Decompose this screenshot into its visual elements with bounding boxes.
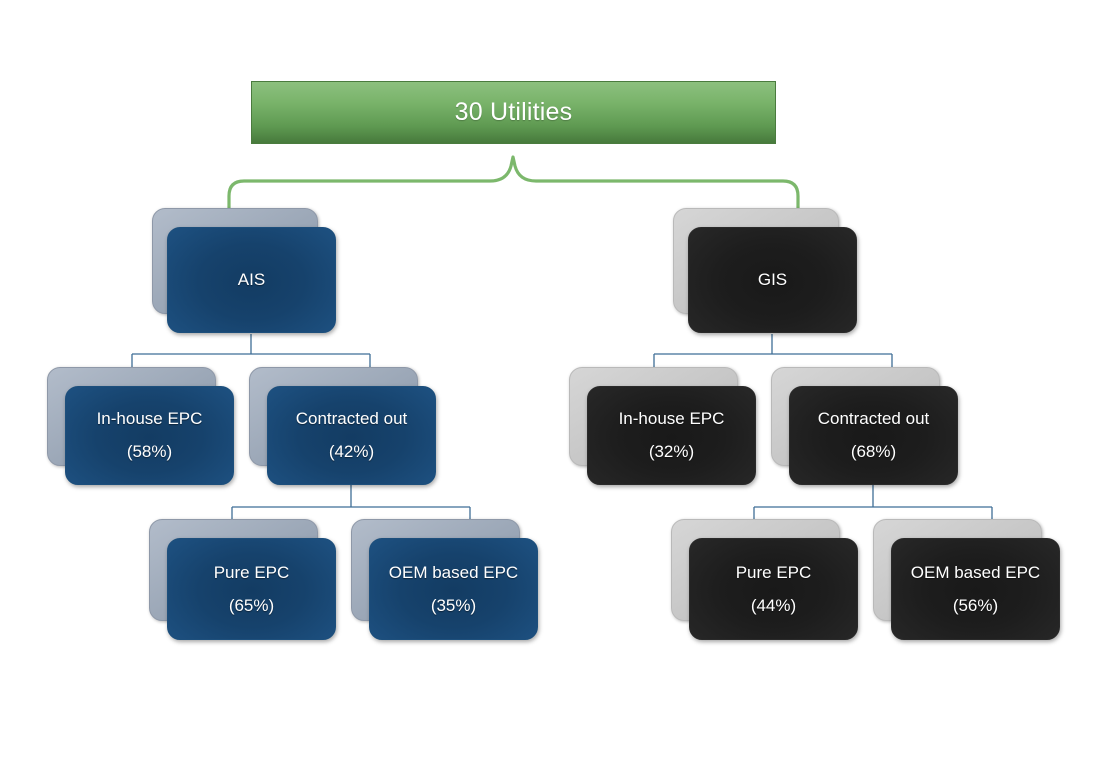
root-node-label: 30 Utilities bbox=[454, 98, 573, 126]
node-ais-contracted-out-value: (42%) bbox=[328, 442, 375, 461]
node-gis-pure-epc-card[interactable]: Pure EPC (44%) bbox=[689, 538, 858, 640]
node-ais-contracted-out-label: Contracted out bbox=[295, 409, 408, 429]
root-node-30-utilities[interactable]: 30 Utilities bbox=[251, 81, 776, 144]
node-ais-in-house-epc-card[interactable]: In-house EPC (58%) bbox=[65, 386, 234, 485]
node-gis-in-house-epc-label: In-house EPC bbox=[618, 409, 725, 429]
node-ais-contracted-out-card[interactable]: Contracted out (42%) bbox=[267, 386, 436, 485]
ais-contracted-branch-connector bbox=[231, 485, 471, 523]
node-gis-oem-based-epc[interactable]: OEM based EPC (56%) bbox=[873, 519, 1060, 640]
node-gis[interactable]: GIS bbox=[673, 208, 857, 333]
node-ais-pure-epc-card[interactable]: Pure EPC (65%) bbox=[167, 538, 336, 640]
node-gis-contracted-out-card[interactable]: Contracted out (68%) bbox=[789, 386, 958, 485]
node-ais[interactable]: AIS bbox=[152, 208, 336, 333]
node-gis-oem-based-epc-value: (56%) bbox=[952, 595, 999, 615]
node-ais-oem-based-epc[interactable]: OEM based EPC (35%) bbox=[351, 519, 538, 640]
node-gis-contracted-out-value: (68%) bbox=[850, 442, 897, 461]
node-gis-label: GIS bbox=[757, 270, 788, 290]
node-gis-in-house-epc[interactable]: In-house EPC (32%) bbox=[569, 367, 756, 485]
node-gis-oem-based-epc-card[interactable]: OEM based EPC (56%) bbox=[891, 538, 1060, 640]
node-gis-in-house-epc-value: (32%) bbox=[648, 442, 695, 461]
node-ais-oem-based-epc-value: (35%) bbox=[430, 595, 477, 615]
gis-branch-connector bbox=[653, 334, 893, 371]
node-ais-in-house-epc[interactable]: In-house EPC (58%) bbox=[47, 367, 234, 485]
node-ais-in-house-epc-label: In-house EPC bbox=[96, 409, 203, 429]
node-ais-label: AIS bbox=[237, 270, 266, 290]
node-ais-oem-based-epc-label: OEM based EPC bbox=[388, 562, 519, 582]
node-ais-in-house-epc-value: (58%) bbox=[126, 442, 173, 461]
node-gis-contracted-out[interactable]: Contracted out (68%) bbox=[771, 367, 958, 485]
node-ais-contracted-out[interactable]: Contracted out (42%) bbox=[249, 367, 436, 485]
node-gis-oem-based-epc-label: OEM based EPC bbox=[910, 562, 1041, 582]
node-ais-oem-based-epc-card[interactable]: OEM based EPC (35%) bbox=[369, 538, 538, 640]
node-ais-card[interactable]: AIS bbox=[167, 227, 336, 333]
node-ais-pure-epc-label: Pure EPC bbox=[213, 562, 290, 582]
node-ais-pure-epc[interactable]: Pure EPC (65%) bbox=[149, 519, 336, 640]
node-ais-pure-epc-value: (65%) bbox=[228, 595, 275, 615]
node-gis-pure-epc-value: (44%) bbox=[750, 595, 797, 615]
ais-branch-connector bbox=[131, 334, 371, 371]
node-gis-pure-epc-label: Pure EPC bbox=[735, 562, 812, 582]
node-gis-pure-epc[interactable]: Pure EPC (44%) bbox=[671, 519, 858, 640]
node-gis-contracted-out-label: Contracted out bbox=[817, 409, 930, 429]
node-gis-in-house-epc-card[interactable]: In-house EPC (32%) bbox=[587, 386, 756, 485]
node-gis-card[interactable]: GIS bbox=[688, 227, 857, 333]
root-brace-connector bbox=[227, 155, 800, 213]
gis-contracted-branch-connector bbox=[753, 485, 993, 523]
